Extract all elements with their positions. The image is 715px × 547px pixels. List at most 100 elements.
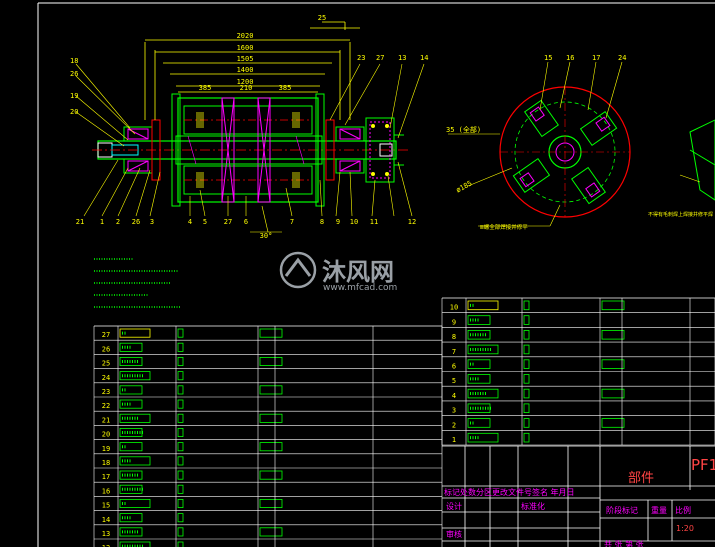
left-bearing-housing (123, 119, 161, 181)
top-dim-25: 25 (318, 14, 326, 22)
callout-11: 11 (370, 218, 378, 226)
callout-15: 15 (544, 54, 552, 62)
table-row: 23 (94, 385, 442, 398)
part-number: 27 (102, 331, 110, 339)
top-dimension-labels: 25 2020 1600 1505 1400 1200 385 210 385 (199, 14, 327, 92)
part-number: 9 (452, 318, 456, 326)
part-number: 12 (102, 544, 110, 547)
part-number: 8 (452, 333, 456, 341)
part-number: 1 (452, 436, 456, 444)
part-number: 19 (102, 445, 110, 453)
table-row: 13 (94, 527, 442, 540)
dim-2020: 2020 (237, 32, 254, 40)
section-blades (512, 99, 618, 205)
dim-1400: 1400 (237, 66, 254, 74)
callout-26-bottom: 26 (132, 218, 140, 226)
right-callout-labels: 23 27 13 14 (357, 54, 428, 62)
callout-2: 2 (116, 218, 120, 226)
table-row: 25 (94, 356, 442, 369)
callout-5: 5 (203, 218, 207, 226)
callout-27-bottom: 27 (224, 218, 232, 226)
callout-20: 20 (70, 108, 78, 116)
title-sheet-row: 共 张 第 张 (604, 539, 644, 547)
part-number: 10 (450, 304, 458, 312)
callout-12: 12 (408, 218, 416, 226)
watermark: 沐风网 www.mfcad.com (279, 251, 397, 293)
table-row: 6 (442, 359, 715, 372)
dim-385-left: 385 (199, 84, 212, 92)
right-coupling (365, 117, 404, 183)
watermark-text: 沐风网 (322, 258, 394, 286)
part-number: 16 (102, 487, 110, 495)
callout-8: 8 (320, 218, 324, 226)
table-row: 16 (94, 484, 442, 497)
table-row: 18 (94, 456, 442, 469)
part-number: 24 (102, 374, 110, 382)
callout-17: 17 (592, 54, 600, 62)
dim-385-right: 385 (279, 84, 292, 92)
table-row: 2 (442, 418, 715, 431)
assembly-front-view: 25 2020 1600 1505 1400 1200 385 210 385 (70, 14, 428, 240)
callout-7: 7 (290, 218, 294, 226)
section-labels: 15 16 17 24 35 (全部) (446, 54, 626, 134)
callout-1: 1 (100, 218, 104, 226)
table-row: 8 (442, 329, 715, 343)
part-number: 14 (102, 516, 110, 524)
right-note: 不得有毛刺焊上焊接并修平焊 (648, 211, 713, 218)
table-row: 22 (94, 399, 442, 412)
callout-14: 14 (420, 54, 428, 62)
top-dimensions (144, 21, 360, 120)
table-row: 10 (442, 300, 715, 314)
callout-23: 23 (357, 54, 365, 62)
part-number: 15 (102, 502, 110, 510)
tech-notes (94, 258, 180, 308)
title-scale-label: 比例 (675, 505, 691, 515)
part-number: 20 (102, 431, 110, 439)
left-callout-labels: 18 26 19 20 (70, 57, 78, 116)
callout-13: 13 (398, 54, 406, 62)
part-number: 6 (452, 363, 456, 371)
part-number: 17 (102, 473, 110, 481)
dim-1200: 1200 (237, 78, 254, 86)
table-row: 21 (94, 413, 442, 426)
part-number: 5 (452, 377, 456, 385)
callout-27-top: 27 (376, 54, 384, 62)
table-row: 4 (442, 388, 715, 402)
table-row: 1 (442, 432, 715, 446)
callout-9: 9 (336, 218, 340, 226)
part-number: 18 (102, 459, 110, 467)
part-number: 26 (102, 345, 110, 353)
callout-3: 3 (150, 218, 154, 226)
dim-1600: 1600 (237, 44, 254, 52)
title-scale-value: 1:20 (676, 524, 694, 533)
table-row: 19 (94, 442, 442, 455)
table-row: 26 (94, 342, 442, 355)
callout-21: 21 (76, 218, 84, 226)
table-row: 17 (94, 470, 442, 483)
callout-24: 24 (618, 54, 626, 62)
part-number: 13 (102, 530, 110, 538)
bottom-callout-labels: 21 1 2 26 3 4 5 27 6 7 8 9 10 11 12 30° (76, 218, 416, 240)
table-row: 14 (94, 513, 442, 526)
partial-detail-view: 不得有毛刺焊上焊接并修平焊 (648, 119, 715, 218)
part-number: 7 (452, 348, 456, 356)
part-number: 25 (102, 360, 110, 368)
callout-16: 16 (566, 54, 574, 62)
section-note: Ⅲ螺全部焊接并修平 (480, 223, 528, 231)
dim-1505: 1505 (237, 55, 254, 63)
callout-19: 19 (70, 92, 78, 100)
table-row: 5 (442, 374, 715, 387)
title-design: 设计 (446, 501, 462, 511)
title-stage: 阶段标记 (606, 505, 638, 515)
section-diameter: ø185 (455, 179, 474, 194)
title-standard: 标准化 (521, 501, 545, 511)
callout-6: 6 (244, 218, 248, 226)
callout-18: 18 (70, 57, 78, 65)
title-block (442, 445, 715, 547)
part-number: 21 (102, 416, 110, 424)
table-row: 12 (102, 541, 184, 547)
